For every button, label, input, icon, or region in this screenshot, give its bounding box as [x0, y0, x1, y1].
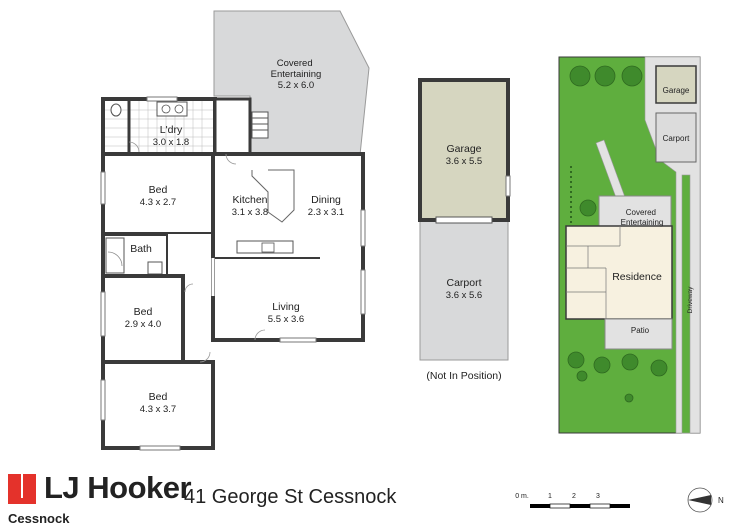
toilet-icon: [110, 103, 122, 117]
scale-label-3: 3: [596, 493, 600, 500]
site-garage-label: Garage: [663, 86, 690, 95]
property-address: 41 George St Cessnock: [184, 486, 397, 508]
not-in-position-note: (Not In Position): [426, 370, 501, 382]
living-name: Living: [272, 301, 300, 313]
dining-name: Dining: [311, 194, 341, 206]
brand-office: Cessnock: [8, 511, 70, 526]
detached-garage: [418, 78, 510, 222]
kitchen-name: Kitchen: [232, 194, 267, 206]
laundry-dim: 3.0 x 1.8: [153, 137, 189, 148]
dining-dim: 2.3 x 3.1: [308, 207, 344, 218]
scale-bar: 0 m. 1 2 3: [515, 493, 630, 509]
site-driveway-strip: [681, 174, 691, 434]
bathtub-icon: [105, 237, 125, 274]
bed-2-dim: 2.9 x 4.0: [125, 319, 161, 330]
bed-2-name: Bed: [134, 306, 153, 318]
kitchen-bench: [251, 169, 295, 223]
garage-carport-plan: [418, 78, 511, 361]
site-carport-label: Carport: [663, 134, 690, 143]
agency-brand: LJ Hooker Cessnock: [6, 470, 196, 528]
detached-carport: [419, 219, 509, 361]
bed-1-dim: 4.3 x 2.7: [140, 197, 176, 208]
cooktop-icon: [261, 242, 275, 253]
label-covered-entertaining: Covered Entertaining: [271, 58, 322, 80]
brand-name: LJ Hooker: [44, 470, 192, 505]
covered-entertaining-dim: 5.2 x 6.0: [278, 80, 314, 91]
covered-entertaining-name-1: Covered: [277, 58, 313, 69]
carport-dim: 3.6 x 5.6: [446, 290, 482, 301]
bed-3-dim: 4.3 x 3.7: [140, 404, 176, 415]
bed-3-name: Bed: [149, 391, 168, 403]
site-covered-entertaining-1: Covered: [626, 208, 656, 217]
laundry-name: L'dry: [160, 124, 183, 136]
garage-dim: 3.6 x 5.5: [446, 156, 482, 167]
bath-name: Bath: [130, 243, 152, 255]
tree-icons: [567, 65, 668, 403]
kitchen-dim: 3.1 x 3.8: [232, 207, 268, 218]
site-driveway-label: Driveway: [687, 286, 694, 313]
site-garage: [655, 65, 697, 104]
site-patio: [604, 318, 673, 350]
site-covered-entertaining-label: Covered Entertaining: [621, 208, 664, 227]
scale-label-2: 2: [572, 493, 576, 500]
scale-label-0: 0 m.: [515, 493, 529, 500]
scale-label-1: 1: [548, 493, 552, 500]
site-residence-walls: [566, 226, 621, 319]
site-covered-entertaining: [598, 195, 672, 231]
north-arrow-icon: N: [687, 487, 724, 513]
entry-steps: [251, 111, 269, 139]
back-porch: [213, 97, 252, 156]
covered-entertaining-name-2: Entertaining: [271, 69, 322, 80]
windows: [100, 96, 366, 451]
bed-1-room: [101, 152, 215, 236]
door-swings: [128, 141, 266, 363]
vanity-icon: [147, 261, 163, 275]
living-dim: 5.5 x 3.6: [268, 314, 304, 325]
site-residence-label: Residence: [612, 271, 662, 283]
carport-name: Carport: [446, 277, 481, 289]
hallway: [168, 234, 213, 276]
garage-name: Garage: [446, 143, 481, 155]
laundry-tub-icon: [156, 101, 188, 117]
house-plan: [100, 10, 370, 451]
site-patio-label: Patio: [631, 326, 650, 335]
site-residence: [565, 225, 673, 320]
compass-label: N: [718, 496, 724, 505]
lj-hooker-logo-icon: [8, 474, 36, 504]
site-plan: [558, 56, 701, 434]
bed-1-name: Bed: [149, 184, 168, 196]
site-carport: [655, 112, 697, 163]
room-labels: Covered Entertaining 5.2 x 6.0 L'dry 3.0…: [125, 58, 694, 415]
site-covered-entertaining-2: Entertaining: [621, 218, 664, 227]
